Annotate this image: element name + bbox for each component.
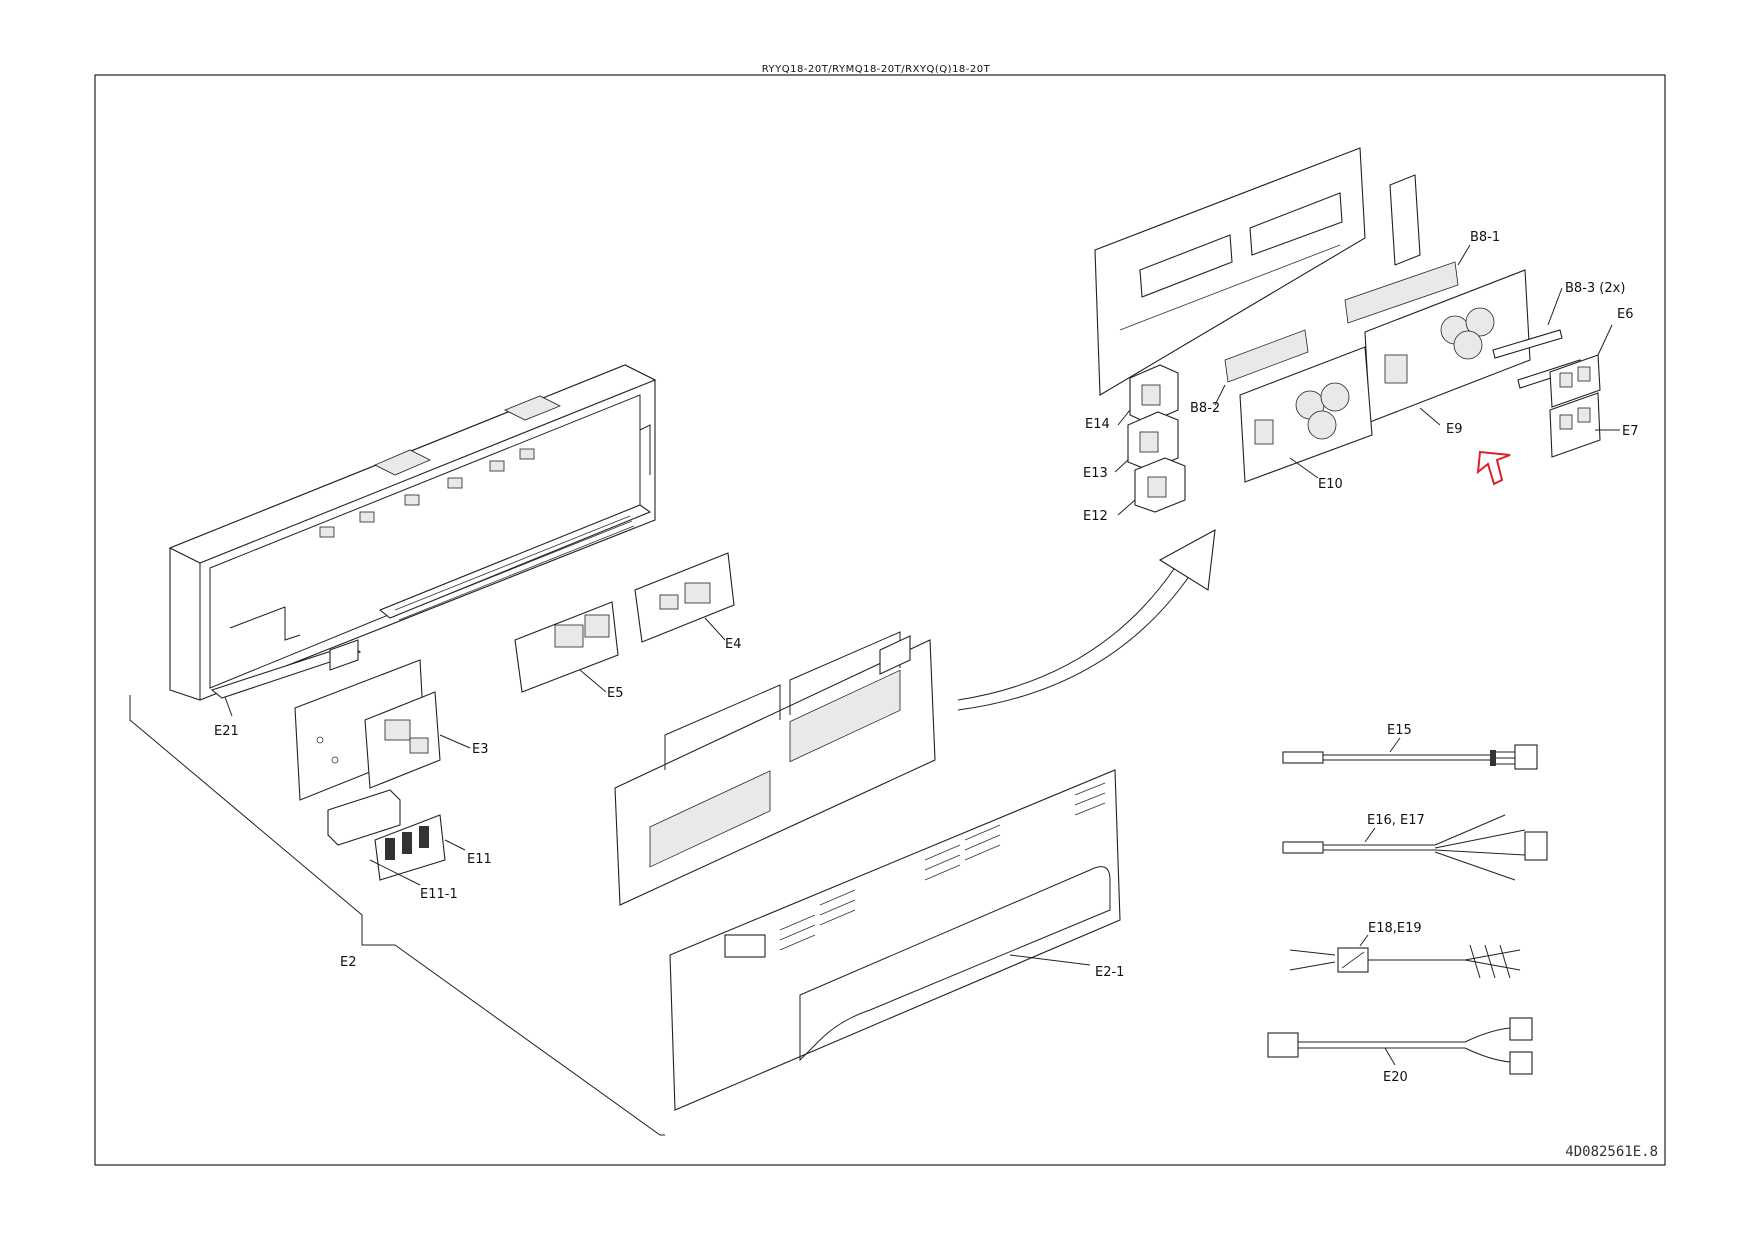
part-e14-reactor [1117,364,1179,426]
label-e13: E13 [1083,466,1108,481]
part-e6-board [1549,324,1613,408]
inverter-back-plate [1094,147,1421,396]
label-e3: E3 [472,742,489,757]
label-e7: E7 [1622,424,1639,439]
label-e10: E10 [1318,477,1343,492]
label-e6: E6 [1617,307,1634,322]
label-e16-e17: E16, E17 [1367,813,1425,828]
part-e10-inverter-pcb [1239,346,1373,483]
label-e4: E4 [725,637,742,652]
label-b8-3: B8-3 (2x) [1565,281,1625,296]
switch-box-housing [168,364,657,701]
label-e18-e19: E18,E19 [1368,921,1422,936]
label-e20: E20 [1383,1070,1408,1085]
cover-louvers [779,782,1106,951]
drawing-frame [94,74,1666,1166]
e2-leader-outline [129,695,665,1136]
label-b8-1: B8-1 [1470,230,1500,245]
part-e20-harness [1267,1017,1533,1075]
label-e21: E21 [214,724,239,739]
part-e12-reactor [1117,457,1186,516]
part-e13-reactor [1114,411,1179,473]
middle-mounting-plate [614,631,936,906]
part-b8-2-insulation [1214,329,1309,406]
part-b8-1-insulation [1344,244,1471,324]
part-e15-harness [1282,737,1538,770]
diagram-title: RYYQ18-20T/RYMQ18-20T/RXYQ(Q)18-20T [762,64,991,75]
part-e2-1-front-cover [669,769,1121,1111]
label-e14: E14 [1085,417,1110,432]
label-e2: E2 [340,955,357,970]
part-e7-board [1549,392,1620,458]
exploded-view-arrow [957,529,1216,711]
label-e11-1: E11-1 [420,887,458,902]
label-e5: E5 [607,686,624,701]
part-e3-pcb [294,659,471,801]
label-e9: E9 [1446,422,1463,437]
vent-slots [394,515,635,621]
part-e16-e17-harness [1282,814,1548,881]
part-e5-pcb [514,601,619,693]
part-e4-pcb [634,552,735,643]
document-number: 4D082561E.8 [1565,1144,1658,1160]
highlight-arrow-icon [1476,450,1511,486]
label-e15: E15 [1387,723,1412,738]
label-e2-1: E2-1 [1095,965,1124,980]
part-e11-terminal-block [327,789,466,886]
part-e21-bracket [210,639,362,717]
label-b8-2: B8-2 [1190,401,1220,416]
label-e11: E11 [467,852,492,867]
label-e12: E12 [1083,509,1108,524]
part-e18-e19-harness [1289,934,1521,979]
